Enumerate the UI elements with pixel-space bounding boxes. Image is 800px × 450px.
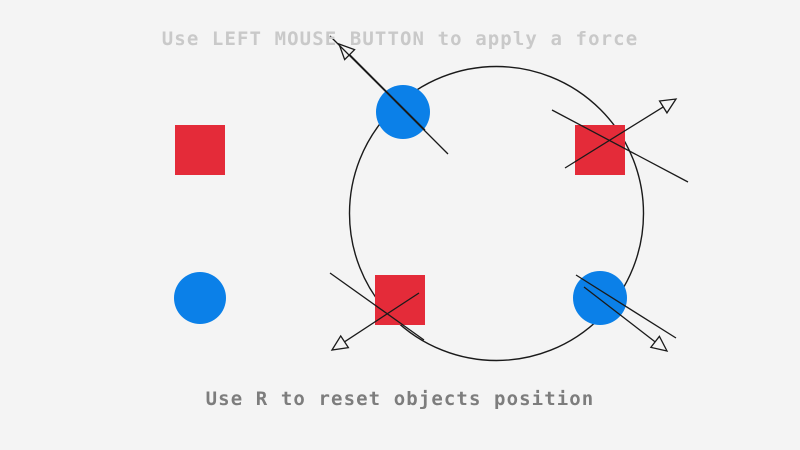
- drag-line: [575, 274, 677, 339]
- constraint-circle: [348, 65, 645, 362]
- force-vectors-layer: [330, 42, 678, 352]
- force-arrow-shaft: [583, 286, 656, 343]
- force-arrow: [583, 286, 669, 352]
- force-arrow: [337, 42, 426, 131]
- force-arrow-head: [337, 42, 356, 61]
- body-square[interactable]: [575, 125, 625, 175]
- body-circle[interactable]: [573, 271, 627, 325]
- force-arrow-head: [658, 98, 678, 115]
- force-arrow: [330, 292, 420, 351]
- drag-lines-layer: [329, 35, 689, 341]
- drag-line: [329, 35, 449, 155]
- drag-line: [551, 109, 689, 183]
- drag-line: [329, 272, 425, 341]
- force-arrow-shaft: [564, 106, 664, 169]
- body-circle[interactable]: [174, 272, 226, 324]
- force-arrow-shaft: [344, 292, 420, 343]
- force-arrow-head: [649, 335, 669, 352]
- force-arrow: [564, 98, 678, 169]
- body-circle[interactable]: [376, 85, 430, 139]
- force-arrow-shaft: [349, 54, 426, 131]
- body-square[interactable]: [175, 125, 225, 175]
- force-arrow-head: [330, 334, 350, 351]
- bodies-layer[interactable]: [174, 85, 627, 325]
